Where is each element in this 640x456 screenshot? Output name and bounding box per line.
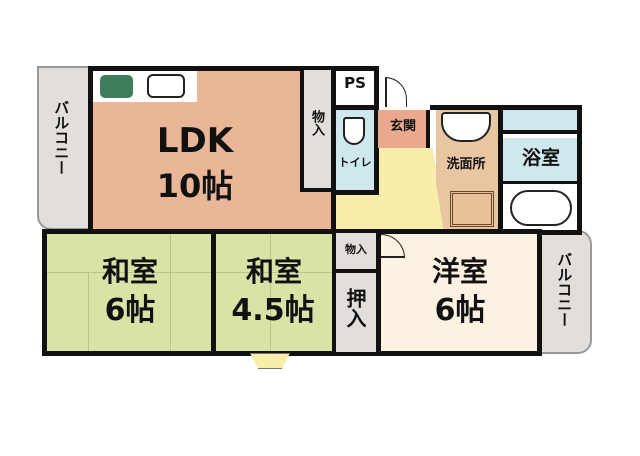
entrance-label: 玄関 [389,119,416,134]
balcony-left [37,66,93,230]
tatami-line [47,272,211,273]
tatami-line [88,272,89,351]
room-washitsu-4-5 [211,229,337,356]
ldk-name: LDK [156,121,234,161]
entry-door[interactable] [385,77,407,107]
oshiire-label: 押入 [343,288,367,328]
tatami-line [270,234,271,351]
toilet-label: トイレ [338,156,372,169]
closet-small-label: 物入 [345,243,367,256]
ps-label: PS [344,74,366,92]
washbasin-icon [441,112,491,142]
room-entrance [378,110,430,148]
sink-icon [147,74,185,98]
bay-window [250,353,290,369]
balcony-left-label: バルコニー [52,100,71,175]
washroom-label: 洗面所 [446,157,486,172]
ldk-size: 10帖 [156,167,234,205]
bath-label: 浴室 [521,147,560,169]
yoshitsu-size: 6帖 [434,293,486,328]
stove-icon [100,75,133,98]
bath-strip [503,110,577,134]
balcony-right-label: バルコニー [555,252,574,327]
room-bath [503,138,577,184]
yoshitsu-name: 洋室 [431,255,488,288]
washitsu-4-5-size: 4.5帖 [231,293,315,328]
washitsu-4-5-name: 和室 [245,255,302,288]
room-washitsu-6 [42,229,216,356]
tatami-line [170,234,171,351]
bathtub-icon [510,190,572,226]
washitsu-6-name: 和室 [101,255,158,288]
tatami-line [216,272,332,273]
toilet-icon [343,117,365,145]
closet-ldk-label: 物入 [308,110,324,136]
washitsu-6-size: 6帖 [104,293,156,328]
washing-machine-pan [450,191,494,227]
